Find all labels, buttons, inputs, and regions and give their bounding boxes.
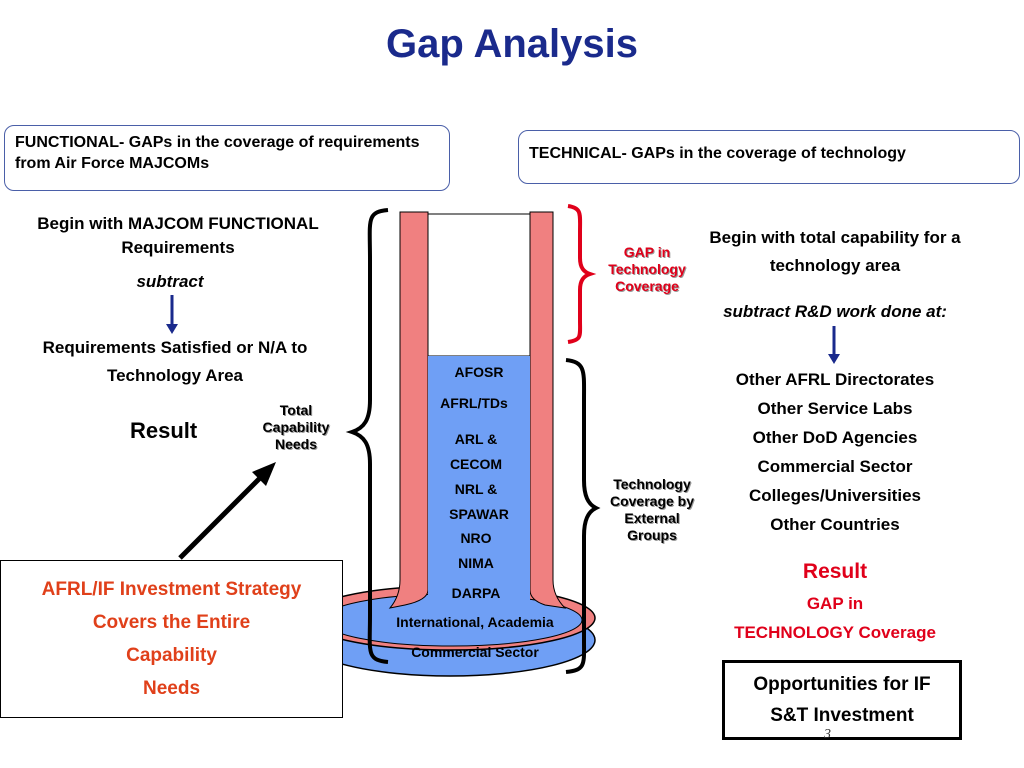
stack-commercial: Commercial Sector bbox=[411, 644, 539, 660]
technical-header-box: TECHNICAL- GAPs in the coverage of techn… bbox=[518, 130, 1020, 184]
org-item: Other AFRL Directorates bbox=[735, 370, 935, 389]
technical-result-detail-1: GAP in bbox=[806, 594, 864, 613]
stack-darpa: DARPA bbox=[451, 585, 501, 601]
technical-org-list: Other AFRL Directorates Other Service La… bbox=[690, 366, 980, 540]
technical-header: TECHNICAL- GAPs in the coverage of techn… bbox=[529, 145, 906, 162]
stack-arl: ARL & bbox=[454, 431, 498, 447]
functional-result: Result bbox=[130, 418, 198, 443]
stack-afrl-tds: AFRL/TDs bbox=[440, 395, 508, 411]
stack-nrl: NRL & bbox=[454, 481, 498, 497]
org-item: Other Service Labs bbox=[757, 399, 913, 418]
stack-international: International, Academia bbox=[396, 614, 554, 630]
coverage-brace bbox=[565, 358, 601, 674]
stack-spawar: SPAWAR bbox=[449, 506, 509, 522]
stack-nro: NRO bbox=[460, 530, 492, 546]
gap-label: GAP in Technology Coverage bbox=[608, 244, 686, 294]
tube-fill bbox=[428, 356, 530, 606]
tube-empty bbox=[427, 213, 531, 357]
opportunities-line2: S&T Investment bbox=[770, 705, 914, 726]
total-needs-label: Total Capability Needs bbox=[262, 402, 330, 452]
strategy-line3: Capability bbox=[126, 645, 217, 666]
functional-begin: Begin with MAJCOM FUNCTIONAL Requirement… bbox=[37, 214, 319, 257]
technical-result: Result bbox=[802, 560, 868, 583]
org-item: Colleges/Universities bbox=[749, 486, 921, 505]
org-item: Other Countries bbox=[770, 515, 900, 534]
org-item: Commercial Sector bbox=[757, 457, 913, 476]
stack-afosr: AFOSR bbox=[454, 364, 504, 380]
strategy-line1: AFRL/IF Investment Strategy bbox=[41, 579, 302, 600]
tube-left-wall bbox=[388, 211, 429, 609]
stack-nima: NIMA bbox=[458, 555, 494, 571]
strategy-arrow bbox=[178, 474, 264, 560]
technical-result-detail-2: TECHNOLOGY Coverage bbox=[734, 623, 936, 642]
opportunities-line1: Opportunities for IF bbox=[753, 674, 931, 695]
total-needs-brace bbox=[345, 208, 389, 664]
strategy-line2: Covers the Entire bbox=[92, 612, 251, 633]
strategy-line4: Needs bbox=[142, 678, 201, 699]
page-title: Gap Analysis bbox=[386, 22, 638, 66]
functional-satisfied: Requirements Satisfied or N/A to Technol… bbox=[42, 338, 308, 385]
functional-header-box: FUNCTIONAL- GAPs in the coverage of requ… bbox=[4, 125, 450, 191]
functional-subtract: subtract bbox=[136, 272, 204, 291]
coverage-label: Technology Coverage by External Groups bbox=[609, 476, 695, 543]
gap-brace bbox=[567, 204, 597, 344]
opportunities-box: Opportunities for IF S&T Investment bbox=[722, 660, 962, 740]
technical-begin: Begin with total capability for a techno… bbox=[709, 228, 961, 275]
tube-right-wall bbox=[529, 211, 567, 609]
page-number: 3 bbox=[824, 727, 831, 742]
stack-cecom: CECOM bbox=[449, 456, 503, 472]
technical-subtract: subtract R&D work done at: bbox=[723, 302, 947, 321]
strategy-box: AFRL/IF Investment Strategy Covers the E… bbox=[0, 560, 343, 718]
functional-header: FUNCTIONAL- GAPs in the coverage of requ… bbox=[15, 134, 420, 172]
org-item: Other DoD Agencies bbox=[752, 428, 918, 447]
